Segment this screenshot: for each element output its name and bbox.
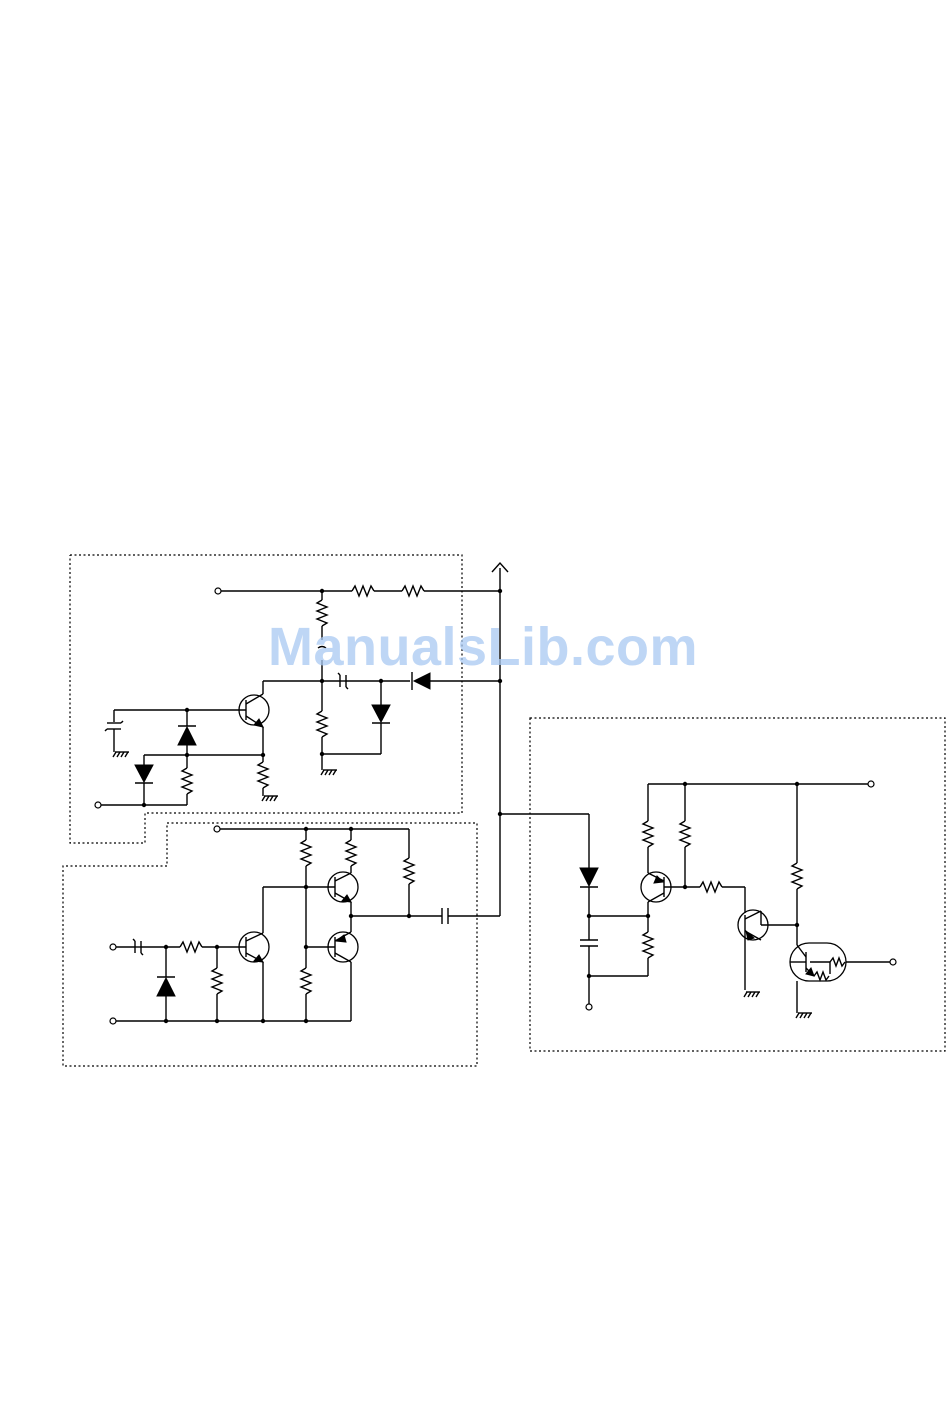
resistor-icon — [643, 821, 653, 847]
terminal-icon — [586, 1004, 592, 1010]
ground-icon — [321, 770, 337, 775]
resistor-icon — [792, 863, 802, 889]
watermark-text: ManualsLib.com — [268, 616, 698, 678]
ground-icon — [744, 992, 760, 997]
terminal-icon — [868, 781, 874, 787]
diode-icon — [135, 765, 153, 783]
capacitor-icon — [580, 940, 598, 946]
resistor-icon — [404, 858, 414, 884]
resistor-icon — [258, 762, 268, 788]
ground-icon — [796, 1013, 812, 1018]
resistor-icon — [402, 586, 424, 596]
diode-icon — [372, 705, 390, 723]
ground-icon — [113, 752, 129, 757]
terminal-icon — [890, 959, 896, 965]
resistor-icon — [301, 968, 311, 994]
resistor-icon — [352, 586, 374, 596]
resistor-icon — [643, 932, 653, 958]
terminal-icon — [95, 802, 101, 808]
right-circuit — [500, 781, 896, 1018]
block-bottom-left — [63, 823, 477, 1066]
terminal-icon — [215, 588, 221, 594]
resistor-icon — [301, 840, 311, 866]
capacitor-icon — [442, 908, 448, 924]
resistor-icon — [182, 768, 192, 794]
ground-icon — [262, 796, 278, 801]
terminal-icon — [110, 944, 116, 950]
block-right — [530, 718, 945, 1051]
resistor-icon — [346, 840, 356, 866]
resistor-icon — [680, 821, 690, 847]
resistor-icon — [700, 882, 722, 892]
diode-icon — [580, 868, 598, 887]
terminal-icon — [214, 826, 220, 832]
resistor-icon — [317, 711, 327, 737]
bottom-left-circuit — [110, 826, 500, 1024]
terminal-icon — [110, 1018, 116, 1024]
resistor-icon — [212, 968, 222, 994]
diode-icon — [178, 726, 196, 745]
transistor-icon — [790, 943, 846, 981]
diode-icon — [157, 977, 175, 996]
resistor-icon — [180, 942, 202, 952]
